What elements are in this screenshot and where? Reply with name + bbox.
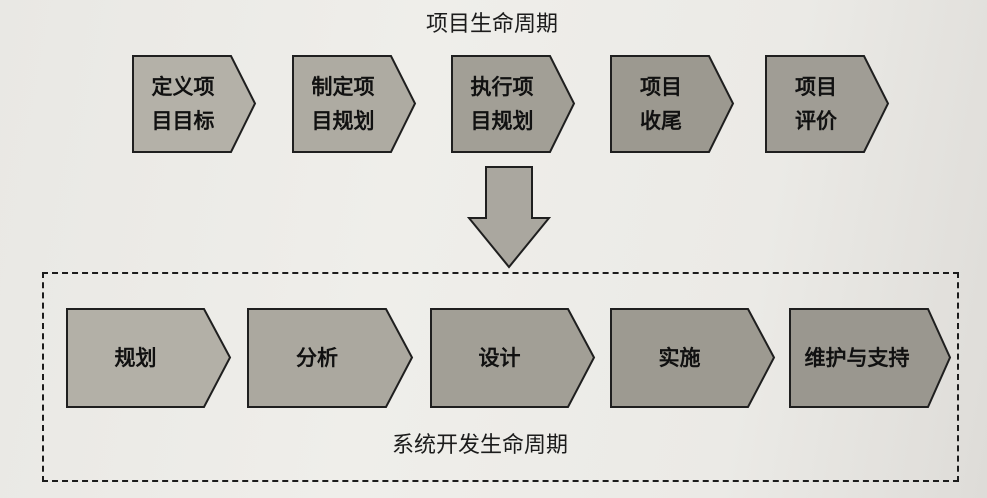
system-dev-lifecycle-step-3: 设计 xyxy=(430,308,596,408)
project-lifecycle-step-5: 项目 评价 xyxy=(765,55,890,153)
chevron-shape xyxy=(430,308,596,408)
chevron-label: 维护与支持 xyxy=(804,346,910,370)
chevron-shape xyxy=(66,308,232,408)
chevron-label: 项目 评价 xyxy=(795,75,837,133)
chevron-shape xyxy=(610,55,735,153)
chevron-label: 分析 xyxy=(296,346,338,370)
system-dev-lifecycle-step-4: 实施 xyxy=(610,308,776,408)
chevron-shape xyxy=(610,308,776,408)
chevron-shape xyxy=(247,308,414,408)
system-dev-lifecycle-step-1: 规划 xyxy=(66,308,232,408)
system-dev-lifecycle-title: 系统开发生命周期 xyxy=(392,433,569,458)
chevron-label: 执行项 目规划 xyxy=(470,75,534,133)
chevron-label: 定义项 目目标 xyxy=(151,75,215,133)
system-dev-lifecycle-step-5: 维护与支持 xyxy=(789,308,952,408)
chevron-shape xyxy=(451,55,576,153)
system-dev-lifecycle-step-2: 分析 xyxy=(247,308,414,408)
chevron-shape xyxy=(132,55,257,153)
chevron-label: 设计 xyxy=(478,346,521,370)
chevron-shape xyxy=(292,55,417,153)
chevron-label: 实施 xyxy=(658,346,701,370)
project-lifecycle-step-3: 执行项 目规划 xyxy=(451,55,576,153)
down-arrow-shape xyxy=(467,166,551,269)
system-dev-lifecycle-frame xyxy=(42,272,959,482)
project-lifecycle-step-4: 项目 收尾 xyxy=(610,55,735,153)
down-arrow-icon xyxy=(467,166,551,269)
chevron-label: 项目 收尾 xyxy=(640,75,682,133)
chevron-shape xyxy=(789,308,952,408)
chevron-shape xyxy=(765,55,890,153)
project-lifecycle-step-2: 制定项 目规划 xyxy=(292,55,417,153)
project-lifecycle-title: 项目生命周期 xyxy=(426,12,559,37)
chevron-label: 规划 xyxy=(114,346,157,370)
chevron-label: 制定项 目规划 xyxy=(311,75,375,133)
project-lifecycle-step-1: 定义项 目目标 xyxy=(132,55,257,153)
